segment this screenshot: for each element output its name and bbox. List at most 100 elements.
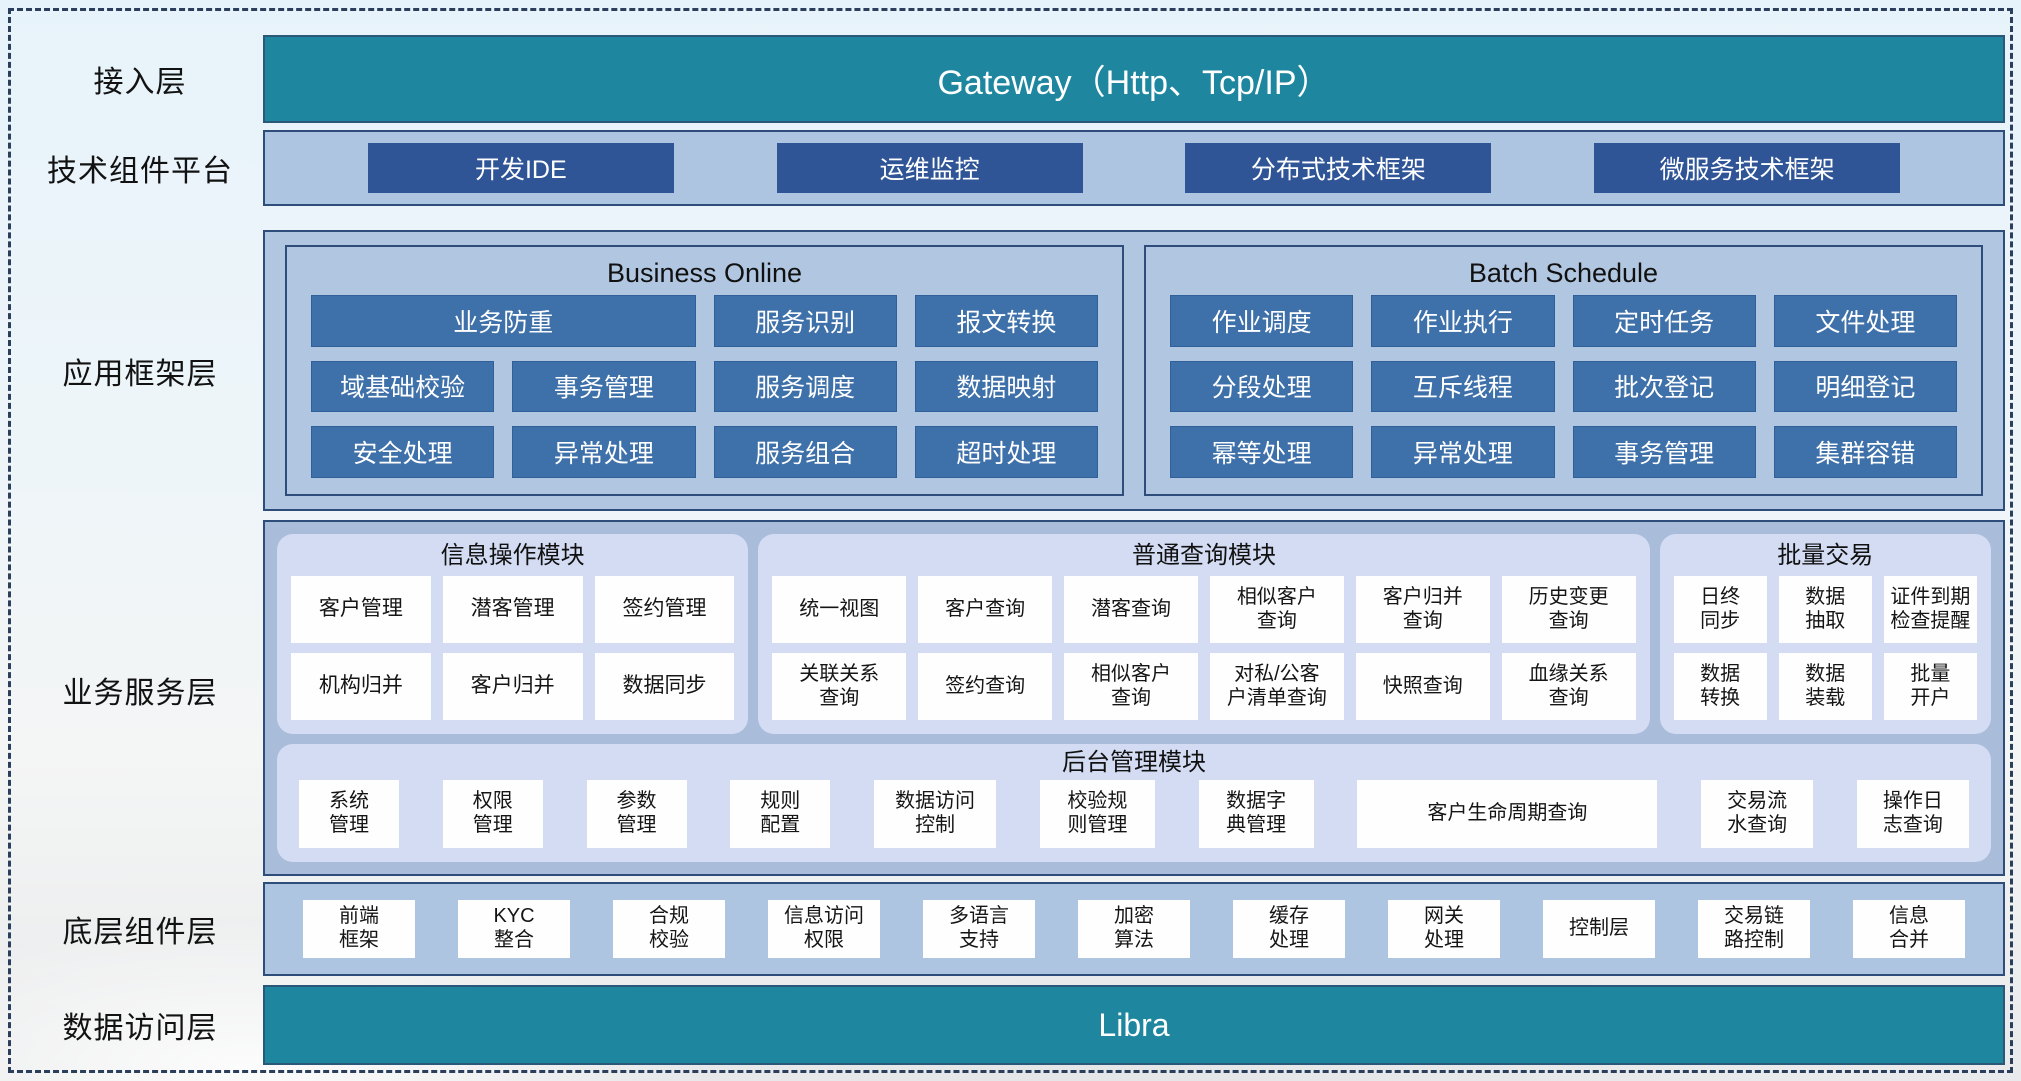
app-block: 批次登记 — [1572, 360, 1756, 413]
gateway-bar: Gateway（Http、Tcp/IP） — [263, 35, 2005, 123]
business-online-grid: 业务防重 服务识别 报文转换 域基础校验 事务管理 服务调度 数据映射 安全处理… — [311, 295, 1098, 478]
service-block: 相似客户 查询 — [1209, 576, 1344, 643]
service-block: 潜客管理 — [442, 576, 583, 643]
info-operation-module: 信息操作模块 客户管理 潜客管理 签约管理 机构归并 客户归并 数据同步 — [277, 534, 749, 734]
app-block: 文件处理 — [1773, 295, 1957, 347]
app-block: 集群容错 — [1773, 426, 1957, 478]
layer-label-access: 接入层 — [93, 66, 187, 99]
layer-label-service: 业务服务层 — [62, 677, 218, 710]
business-online-title: Business Online — [606, 258, 803, 288]
layer-label-tech: 技术组件平台 — [47, 155, 233, 188]
app-block: 服务组合 — [713, 426, 897, 478]
service-block: 数据 装载 — [1778, 653, 1872, 720]
app-block: 服务识别 — [713, 295, 897, 347]
component-block: 信息 合并 — [1853, 900, 1965, 958]
tech-block-ops-monitor: 运维监控 — [776, 143, 1083, 193]
service-block: 统一视图 — [772, 576, 907, 643]
backend-admin-module: 后台管理模块 系统 管理 权限 管理 参数 管理 规则 配置 数据访问 控制 校… — [277, 744, 1991, 862]
component-block: 信息访问 权限 — [768, 900, 880, 958]
app-framework-band: Business Online 业务防重 服务识别 报文转换 域基础校验 事务管… — [263, 230, 2005, 511]
service-block: 相似客户 查询 — [1064, 653, 1198, 720]
bottom-components-band: 前端 框架 KYC 整合 合规 校验 信息访问 权限 多语言 支持 加密 算法 … — [263, 882, 2005, 976]
service-block: 客户归并 — [442, 653, 583, 720]
common-query-title: 普通查询模块 — [1131, 542, 1276, 569]
info-operation-grid: 客户管理 潜客管理 签约管理 机构归并 客户归并 数据同步 — [291, 576, 735, 720]
app-block: 超时处理 — [914, 426, 1098, 478]
app-block: 事务管理 — [1572, 426, 1756, 478]
component-block: 多语言 支持 — [923, 900, 1035, 958]
service-block: 操作日 志查询 — [1856, 780, 1969, 848]
service-block: 客户查询 — [918, 576, 1053, 643]
info-operation-title: 信息操作模块 — [440, 542, 585, 569]
batch-schedule-title: Batch Schedule — [1468, 258, 1659, 288]
service-block: 系统 管理 — [299, 780, 399, 848]
service-block: 数据字 典管理 — [1198, 780, 1314, 848]
batch-transaction-title: 批量交易 — [1777, 542, 1874, 569]
service-block: 参数 管理 — [586, 780, 687, 848]
app-block: 安全处理 — [311, 426, 495, 478]
batch-schedule-grid: 作业调度 作业执行 定时任务 文件处理 分段处理 互斥线程 批次登记 明细登记 … — [1170, 295, 1957, 478]
app-block: 幂等处理 — [1170, 426, 1354, 478]
service-block: 关联关系 查询 — [772, 653, 907, 720]
component-block: 加密 算法 — [1078, 900, 1190, 958]
app-block: 定时任务 — [1572, 295, 1756, 347]
batch-schedule-box: Batch Schedule 作业调度 作业执行 定时任务 文件处理 分段处理 … — [1144, 245, 1983, 496]
component-block: 控制层 — [1543, 900, 1655, 958]
service-block: 对私/公客 户清单查询 — [1209, 653, 1344, 720]
service-block: 交易流 水查询 — [1701, 780, 1814, 848]
component-block: 前端 框架 — [303, 900, 415, 958]
layer-label-bottom: 底层组件层 — [62, 916, 218, 949]
tech-block-distributed-fw: 分布式技术框架 — [1185, 143, 1492, 193]
service-block: 客户生命周期查询 — [1357, 780, 1658, 848]
service-block: 潜客查询 — [1064, 576, 1198, 643]
service-block: 权限 管理 — [442, 780, 543, 848]
component-block: KYC 整合 — [458, 900, 570, 958]
service-block: 日终 同步 — [1673, 576, 1767, 643]
app-block: 作业调度 — [1170, 295, 1354, 347]
service-block: 血缘关系 查询 — [1501, 653, 1636, 720]
libra-bar: Libra — [263, 985, 2005, 1065]
tech-block-dev-ide: 开发IDE — [367, 143, 674, 193]
service-block: 证件到期 检查提醒 — [1883, 576, 1977, 643]
app-block: 作业执行 — [1371, 295, 1555, 347]
common-query-module: 普通查询模块 统一视图 客户查询 潜客查询 相似客户 查询 客户归并 查询 历史… — [758, 534, 1650, 734]
backend-admin-title: 后台管理模块 — [1062, 749, 1206, 776]
app-block: 分段处理 — [1170, 360, 1354, 413]
service-block: 校验规 则管理 — [1039, 780, 1155, 848]
service-block: 批量 开户 — [1883, 653, 1977, 720]
service-block: 历史变更 查询 — [1501, 576, 1636, 643]
service-block: 数据 转换 — [1673, 653, 1767, 720]
component-block: 网关 处理 — [1388, 900, 1500, 958]
backend-admin-row: 系统 管理 权限 管理 参数 管理 规则 配置 数据访问 控制 校验规 则管理 … — [291, 780, 1977, 848]
app-block: 事务管理 — [512, 360, 696, 413]
app-block: 业务防重 — [311, 295, 696, 347]
component-block: 缓存 处理 — [1233, 900, 1345, 958]
service-block: 数据访问 控制 — [874, 780, 997, 848]
app-block: 异常处理 — [1371, 426, 1555, 478]
app-block: 报文转换 — [914, 295, 1098, 347]
service-block: 数据同步 — [594, 653, 735, 720]
service-block: 签约管理 — [594, 576, 735, 643]
business-service-band: 信息操作模块 客户管理 潜客管理 签约管理 机构归并 客户归并 数据同步 普通查… — [263, 520, 2005, 876]
service-block: 客户管理 — [291, 576, 431, 643]
tech-platform-band: 开发IDE 运维监控 分布式技术框架 微服务技术框架 — [263, 130, 2005, 206]
service-block: 规则 配置 — [730, 780, 831, 848]
business-online-box: Business Online 业务防重 服务识别 报文转换 域基础校验 事务管… — [285, 245, 1124, 496]
service-block: 快照查询 — [1355, 653, 1490, 720]
tech-block-microservice-fw: 微服务技术框架 — [1594, 143, 1901, 193]
batch-transaction-grid: 日终 同步 数据 抽取 证件到期 检查提醒 数据 转换 数据 装载 批量 开户 — [1673, 576, 1977, 720]
layer-label-data-access: 数据访问层 — [62, 1012, 218, 1045]
batch-transaction-module: 批量交易 日终 同步 数据 抽取 证件到期 检查提醒 数据 转换 数据 装载 批… — [1659, 534, 1991, 734]
app-block: 异常处理 — [512, 426, 696, 478]
app-block: 服务调度 — [713, 360, 897, 413]
component-block: 交易链 路控制 — [1698, 900, 1810, 958]
app-block: 域基础校验 — [311, 360, 495, 413]
service-block: 签约查询 — [918, 653, 1053, 720]
service-top-row: 信息操作模块 客户管理 潜客管理 签约管理 机构归并 客户归并 数据同步 普通查… — [277, 534, 1991, 734]
app-block: 数据映射 — [914, 360, 1098, 413]
layer-label-appframe: 应用框架层 — [62, 358, 218, 391]
service-block: 数据 抽取 — [1778, 576, 1872, 643]
service-block: 机构归并 — [291, 653, 431, 720]
common-query-grid: 统一视图 客户查询 潜客查询 相似客户 查询 客户归并 查询 历史变更 查询 关… — [772, 576, 1636, 720]
